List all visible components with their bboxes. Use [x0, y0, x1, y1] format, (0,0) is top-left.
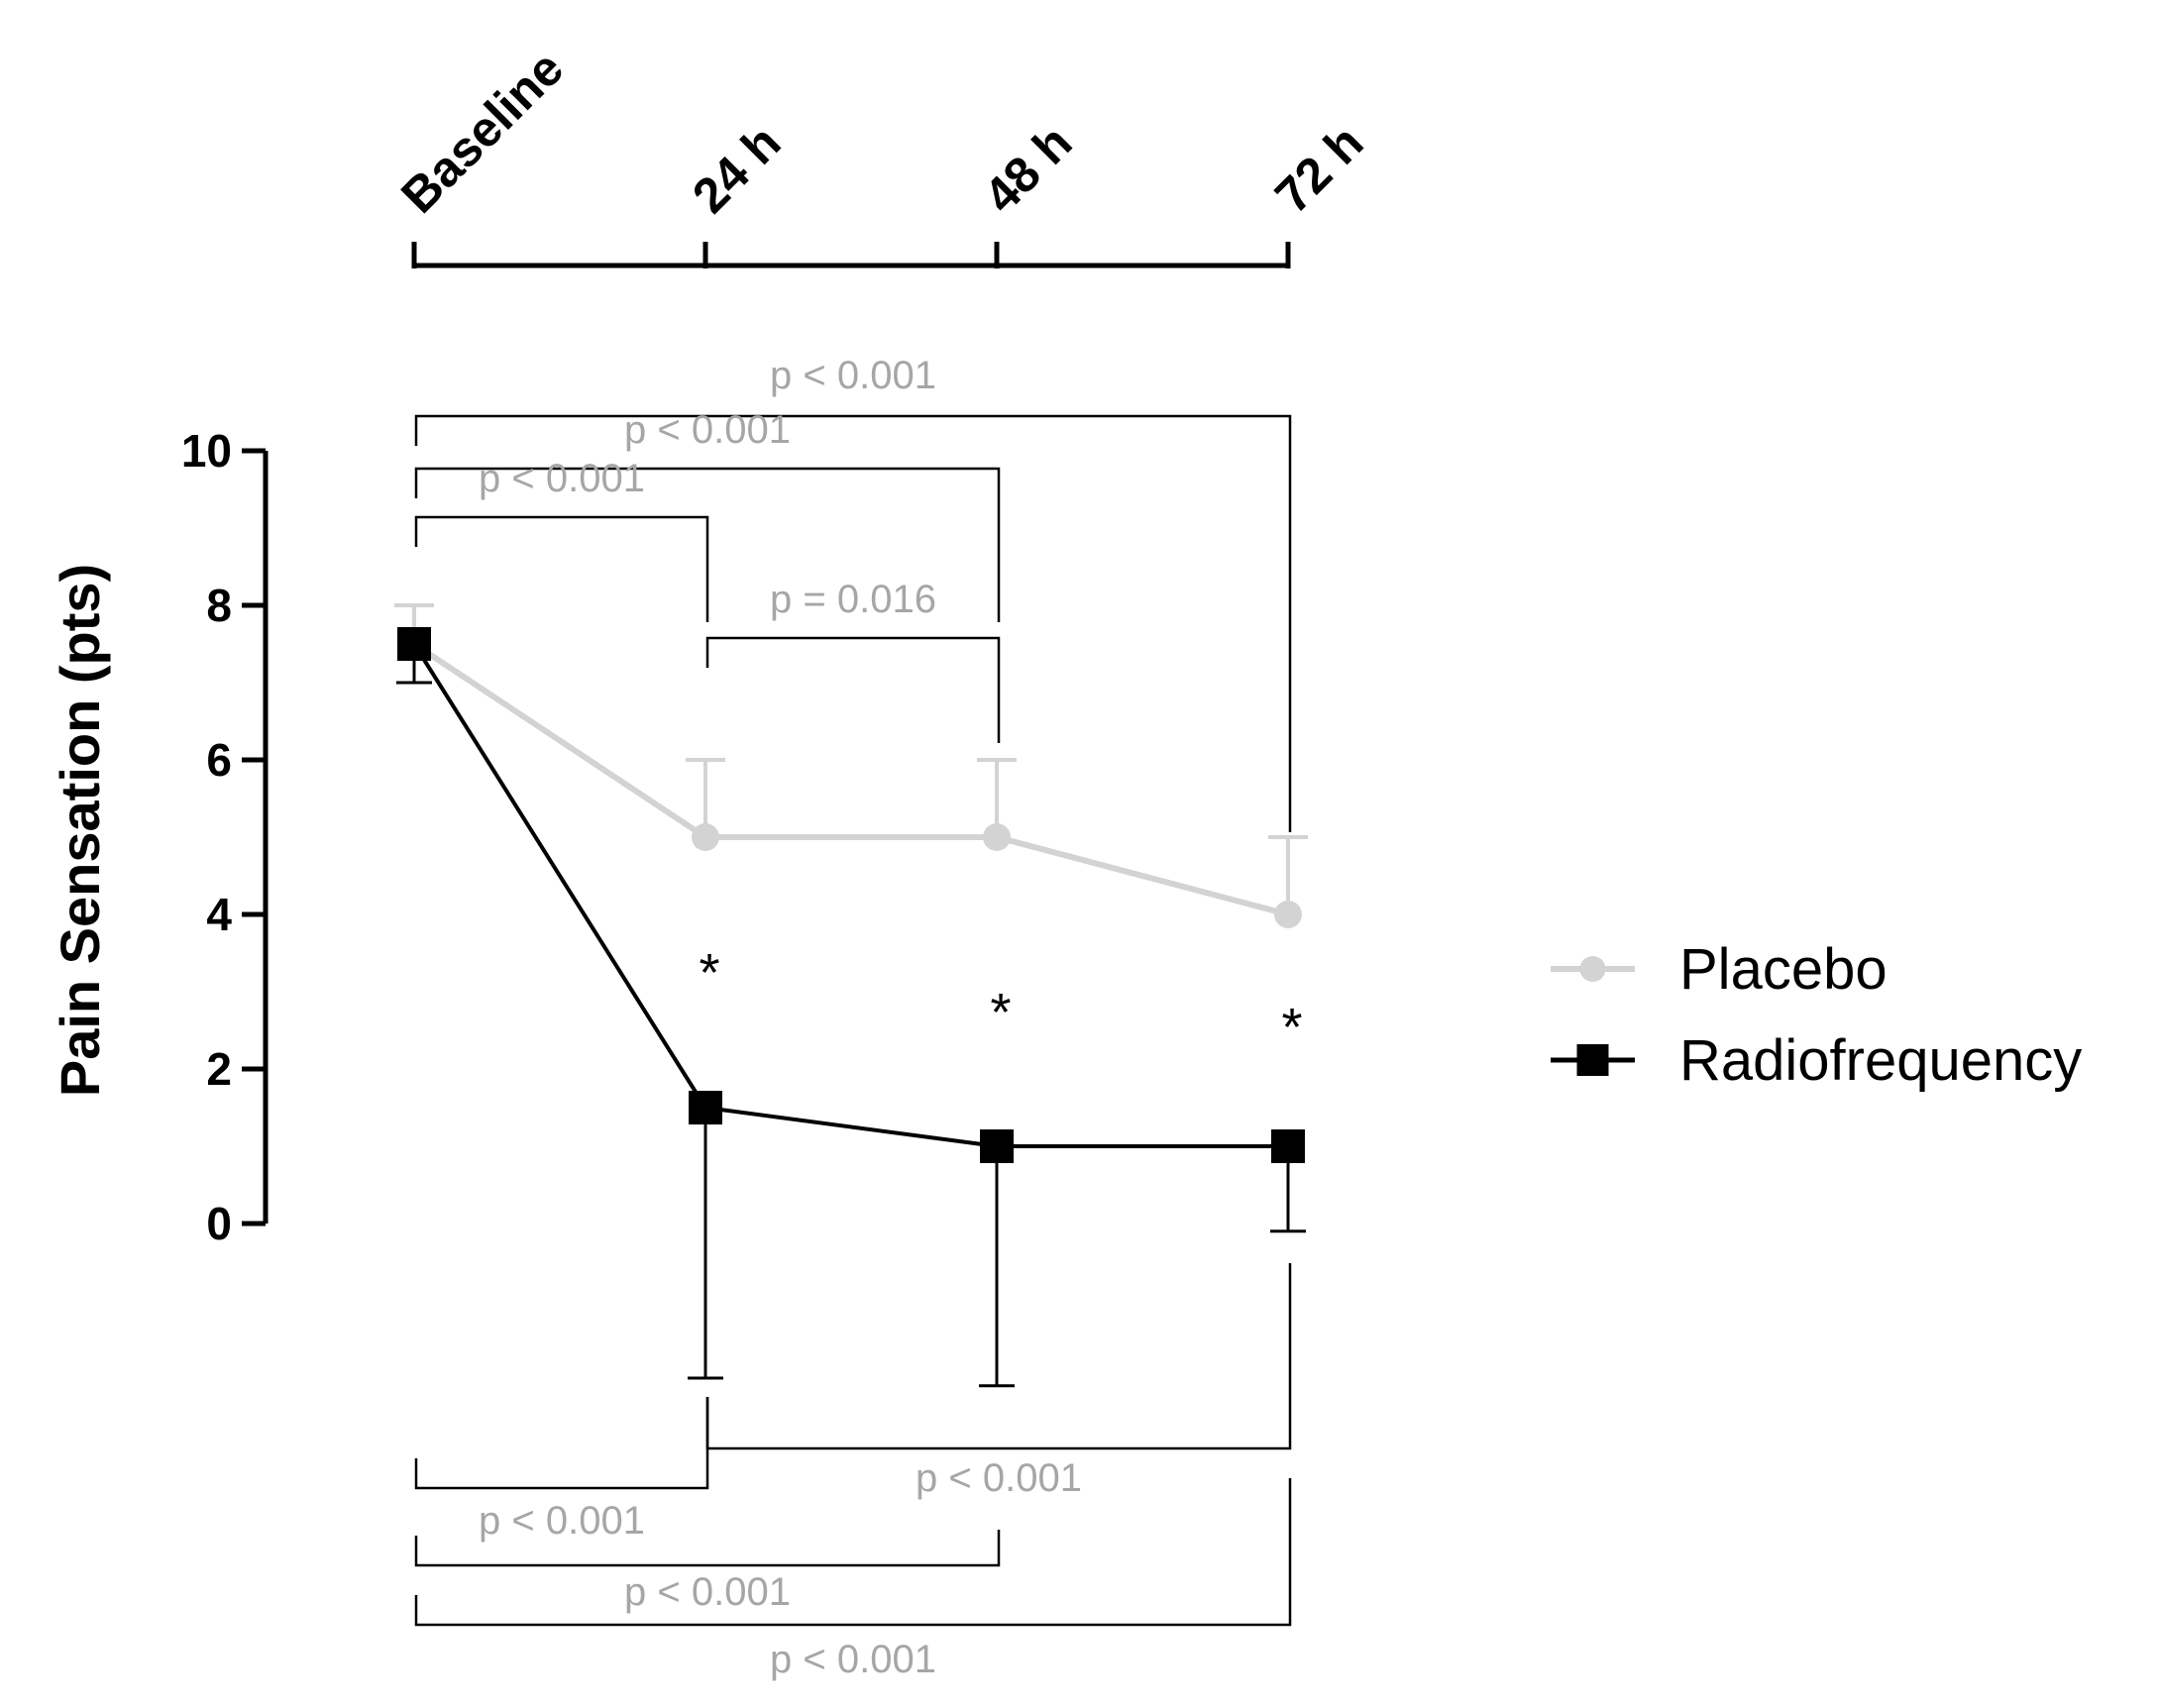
point-radiofrequency: [689, 1091, 722, 1124]
p-value-label: p < 0.001: [624, 408, 791, 452]
radiofrequency-bracket: [414, 1530, 1001, 1567]
significance-star: *: [699, 943, 719, 1003]
legend-marker-placebo: [1579, 956, 1606, 982]
legend-label-placebo: Placebo: [1679, 937, 1887, 1002]
radiofrequency-bracket: [414, 1397, 709, 1490]
point-placebo: [692, 823, 719, 851]
p-value-label: p < 0.001: [479, 457, 645, 500]
x-tick-label: 24 h: [682, 114, 791, 223]
legend-label-radiofrequency: Radiofrequency: [1679, 1028, 2082, 1093]
placebo-bracket: [414, 414, 1292, 832]
y-tick-label: 4: [206, 889, 232, 940]
placebo-bracket: [705, 636, 1001, 743]
significance-brackets: p < 0.001 p < 0.001 p < 0.001 p = 0.016 p < …: [414, 354, 1292, 1681]
y-axis: 0 2 4 6 8 10: [181, 425, 269, 1249]
y-axis-title: Pain Sensation (pts): [49, 564, 111, 1097]
point-radiofrequency: [980, 1129, 1014, 1163]
placebo-bracket: [414, 515, 709, 622]
radiofrequency-bracket: [414, 1478, 1292, 1627]
significance-star: *: [990, 983, 1011, 1042]
y-tick-label: 0: [206, 1198, 232, 1249]
p-value-label: p < 0.001: [770, 354, 936, 397]
y-tick-label: 6: [206, 734, 232, 786]
series-layer: [394, 603, 1308, 1388]
point-placebo: [1274, 901, 1302, 928]
x-tick-label: Baseline: [390, 41, 574, 224]
series-placebo: [394, 603, 1308, 928]
y-tick-label: 10: [181, 425, 232, 477]
x-axis-top: Baseline 24 h 48 h 72 h: [390, 41, 1374, 268]
y-tick-label: 2: [206, 1043, 232, 1095]
p-value-label: p < 0.001: [916, 1456, 1082, 1500]
legend-marker-radiofrequency: [1576, 1044, 1609, 1076]
significance-star: *: [1281, 998, 1302, 1057]
point-radiofrequency: [397, 627, 431, 661]
placebo-bracket: [414, 467, 1001, 622]
radiofrequency-bracket: [705, 1263, 1292, 1450]
point-placebo: [983, 823, 1011, 851]
p-value-label: p = 0.016: [770, 578, 936, 621]
y-tick-label: 8: [206, 580, 232, 631]
p-value-label: p < 0.001: [770, 1638, 936, 1681]
point-radiofrequency: [1271, 1129, 1305, 1163]
p-value-label: p < 0.001: [479, 1499, 645, 1543]
line-placebo: [412, 641, 1289, 917]
x-tick-label: 72 h: [1264, 114, 1373, 223]
x-tick-label: 48 h: [973, 114, 1082, 223]
series-radiofrequency: [396, 627, 1306, 1388]
p-value-label: p < 0.001: [624, 1570, 791, 1614]
significance-stars: * * *: [699, 943, 1302, 1057]
line-radiofrequency: [412, 642, 1288, 1148]
